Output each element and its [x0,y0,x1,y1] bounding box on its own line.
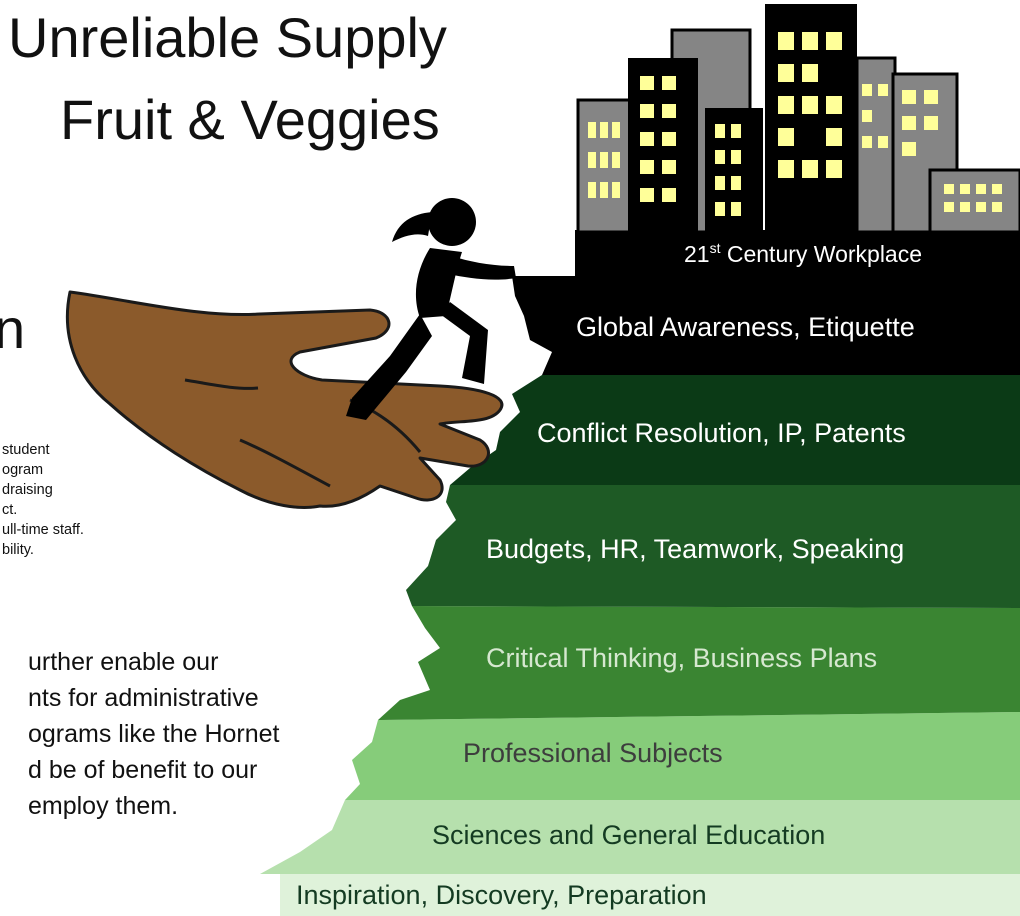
list-fragment: bility. [2,542,34,558]
list-fragment: draising [2,482,53,498]
climbing-girl-icon [346,198,516,420]
para-line: urther enable our [28,648,219,676]
tier-label-7: Inspiration, Discovery, Preparation [296,880,707,910]
list-fragment: ct. [2,502,18,518]
workplace-base [575,230,1020,278]
list-fragment: student [2,442,50,458]
list-fragment: ogram [2,462,44,478]
hand-icon [65,290,504,509]
tier-band-1 [512,276,1020,375]
body-paragraph: urther enable our nts for administrative… [0,644,280,824]
city-skyline-icon [576,4,1020,234]
tier-label-5: Professional Subjects [463,738,723,768]
tier-label-1: Global Awareness, Etiquette [576,312,915,342]
para-line: employ them. [28,792,179,820]
title-line-2: Fruit & Veggies [60,88,440,151]
tier-label-3: Budgets, HR, Teamwork, Speaking [486,534,905,564]
tier-band-3 [406,485,1020,608]
tier-band-7 [280,874,1020,916]
title-line-1: Unreliable Supply [8,6,447,69]
tier-label-2: Conflict Resolution, IP, Patents [537,418,906,448]
tier-band-5 [345,712,1020,800]
tier-band-4 [378,606,1020,720]
para-line: d be of benefit to our [28,756,258,784]
tier-label-4: Critical Thinking, Business Plans [486,643,878,673]
tier-label-6: Sciences and General Education [432,820,826,850]
para-line: nts for administrative [28,684,259,712]
cut-off-list: student ogram draising ct. ull-time staf… [0,440,84,560]
para-line: ograms like the Hornet [28,720,280,748]
tier-band-6 [260,800,1020,874]
workplace-label: 21st Century Workplace [684,240,922,267]
tier-band-2 [450,375,1020,485]
list-fragment: ull-time staff. [2,522,84,538]
heading-fragment: n [0,297,26,360]
